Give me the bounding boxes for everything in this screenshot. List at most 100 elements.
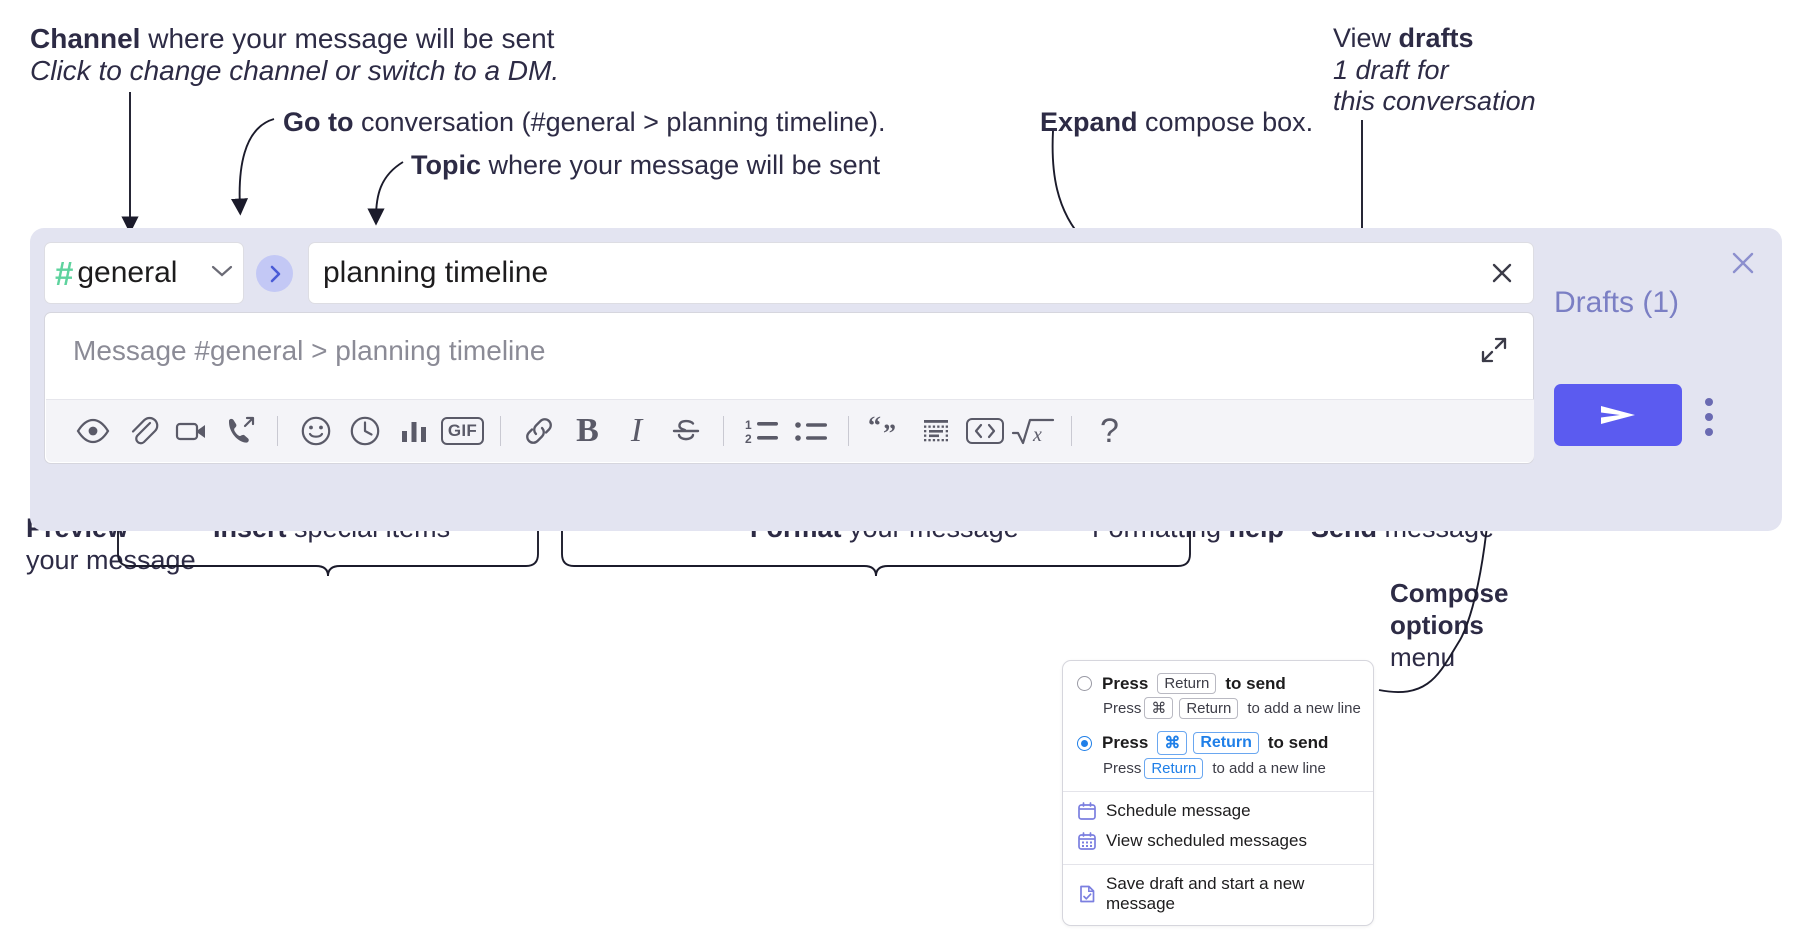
opt2-press: Press (1102, 733, 1149, 752)
close-icon[interactable] (1726, 246, 1760, 280)
opt2-sub-press: Press (1103, 760, 1142, 777)
compose-options-menu: Press Return to send Press ⌘ Return to a… (1062, 660, 1374, 926)
compose-inner: # general planning timeline Message #gen… (44, 242, 1534, 464)
radio-selected-icon (1077, 735, 1092, 751)
opt1-sub-key-cmd: ⌘ (1144, 697, 1174, 719)
attachment-icon[interactable] (117, 407, 166, 456)
menu-item-label: Save draft and start a new message (1106, 874, 1305, 913)
video-icon[interactable] (166, 407, 215, 456)
annotation-drafts: View drafts (1333, 22, 1474, 55)
opt1-sub-key-return: Return (1179, 697, 1239, 719)
goto-conversation-button[interactable] (256, 255, 293, 292)
italic-icon[interactable]: I (612, 407, 661, 456)
strikethrough-icon[interactable] (661, 407, 710, 456)
opt2-sub-tail: to add a new line (1212, 760, 1326, 777)
expand-compose-icon[interactable] (1479, 335, 1513, 369)
poll-icon[interactable] (389, 407, 438, 456)
clock-icon[interactable] (340, 407, 389, 456)
compose-options-card: Press Return to send Press ⌘ Return to a… (1062, 660, 1374, 926)
link-icon[interactable] (514, 407, 563, 456)
annotation-goto: Go to conversation (#general > planning … (283, 106, 886, 139)
toolbar-divider (277, 416, 278, 446)
compose-right-rail: Drafts (1) (1534, 228, 1782, 531)
menu-item-save-draft[interactable]: Save draft and start a new message (1063, 869, 1373, 919)
svg-text:“: “ (868, 414, 881, 440)
menu-divider (1063, 791, 1373, 792)
annotation-topic-rest: where your message will be sent (481, 150, 881, 180)
message-placeholder: Message #general > planning timeline (73, 335, 546, 366)
annotation-compose-options: Compose (1390, 578, 1508, 610)
message-input-box[interactable]: Message #general > planning timeline (44, 312, 1534, 464)
latex-icon[interactable]: x (1009, 407, 1058, 456)
toolbar-divider (1071, 416, 1072, 446)
annotation-expand: Expand compose box. (1040, 106, 1313, 139)
svg-text:2: 2 (745, 432, 752, 446)
svg-text:1: 1 (745, 418, 752, 432)
emoji-icon[interactable] (291, 407, 340, 456)
annotation-drafts-italic2: this conversation (1333, 86, 1536, 116)
help-label: ? (1100, 411, 1119, 450)
compose-options-button[interactable] (1704, 398, 1714, 436)
menu-item-view-scheduled-messages[interactable]: View scheduled messages (1063, 826, 1373, 856)
annotation-drafts-italic1: 1 draft for (1333, 55, 1449, 85)
annotation-expand-bold: Expand (1040, 107, 1138, 137)
topic-value: planning timeline (323, 256, 549, 289)
audio-clip-icon[interactable] (215, 407, 264, 456)
code-block-icon[interactable] (911, 407, 960, 456)
drafts-link[interactable]: Drafts (1) (1554, 286, 1680, 319)
menu-item-label: Schedule message (1106, 801, 1251, 820)
menu-item-schedule-message[interactable]: Schedule message (1063, 796, 1373, 826)
annotation-compose-options-bold1: Compose (1390, 578, 1509, 608)
channel-selector[interactable]: # general (44, 242, 244, 304)
topic-input[interactable]: planning timeline (308, 242, 1534, 304)
menu-item-label: View scheduled messages (1106, 831, 1307, 850)
annotation-channel-bold: Channel (30, 23, 141, 54)
annotation-expand-rest: compose box. (1137, 107, 1314, 137)
annotation-channel-sub: Click to change channel or switch to a D… (30, 54, 559, 88)
kebab-dot (1705, 398, 1713, 406)
calendar-icon (1077, 801, 1097, 821)
hash-icon: # (55, 254, 74, 292)
annotation-drafts-bold: drafts (1398, 23, 1474, 53)
gif-icon[interactable]: GIF (438, 407, 487, 456)
radio-unselected-icon (1077, 676, 1092, 691)
chevron-down-icon (211, 262, 233, 284)
preview-icon[interactable] (68, 407, 117, 456)
menu-radio-return-to-send[interactable]: Press Return to send (1063, 671, 1373, 694)
toolbar-divider (723, 416, 724, 446)
calendar-grid-icon (1077, 831, 1097, 851)
clear-topic-icon[interactable] (1485, 256, 1519, 290)
opt2-to-send: to send (1267, 733, 1329, 752)
annotation-drafts-sub1: 1 draft for (1333, 54, 1449, 87)
opt2-sub-key-return: Return (1144, 758, 1204, 779)
bulleted-list-icon[interactable] (786, 407, 835, 456)
toolbar-divider (848, 416, 849, 446)
inline-code-box (965, 418, 1004, 444)
toolbar-divider (500, 416, 501, 446)
channel-name: general (77, 256, 178, 289)
compose-panel: # general planning timeline Message #gen… (30, 228, 1782, 531)
inline-code-icon[interactable] (960, 407, 1009, 456)
annotation-compose-options-bold2: options (1390, 610, 1484, 640)
save-draft-icon (1077, 884, 1097, 904)
opt1-to-send: to send (1225, 673, 1286, 693)
ordered-list-icon[interactable]: 1 2 (737, 407, 786, 456)
annotation-preview-sub: your message (26, 544, 196, 577)
annotation-goto-rest: conversation (#general > planning timeli… (353, 107, 886, 137)
menu-divider (1063, 864, 1373, 865)
blockquote-icon[interactable]: “ ” (862, 407, 911, 456)
svg-text:”: ” (883, 419, 896, 448)
help-icon[interactable]: ? (1085, 407, 1134, 456)
kebab-dot (1705, 413, 1713, 421)
send-icon (1601, 406, 1635, 424)
annotation-compose-options-rest: menu (1390, 642, 1456, 672)
annotation-preview-rest: your message (26, 545, 196, 575)
bold-icon[interactable]: B (563, 407, 612, 456)
menu-subtext-two: Press Return to add a new line (1063, 755, 1373, 783)
annotation-channel: Channel where your message will be sent (30, 22, 554, 56)
bold-label: B (576, 412, 599, 449)
send-button[interactable] (1554, 384, 1682, 446)
menu-radio-cmd-return-to-send[interactable]: Press ⌘ Return to send (1063, 723, 1373, 755)
annotation-channel-italic: Click to change channel or switch to a D… (30, 55, 560, 86)
annotation-compose-options-l2: options (1390, 610, 1484, 642)
